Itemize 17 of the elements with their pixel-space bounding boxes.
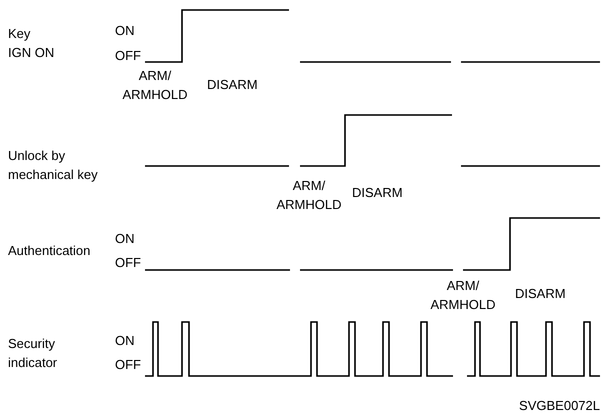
signal-name: Security indicator (8, 335, 58, 372)
state-label: OFF (115, 356, 141, 374)
figure-code: SVGBE0072L (519, 397, 600, 415)
state-label: ON (115, 332, 134, 350)
mode-label: ARM/ ARMHOLD (275, 177, 342, 214)
signal-name: Authentication (8, 242, 90, 260)
state-label: OFF (115, 254, 141, 272)
mode-label: ARM/ ARMHOLD (429, 277, 496, 314)
state-label: ON (115, 22, 134, 40)
mode-label: ARM/ ARMHOLD (121, 67, 188, 104)
state-label: ON (115, 230, 134, 248)
mode-label: DISARM (207, 76, 258, 94)
mode-label: DISARM (352, 184, 403, 202)
signal-name: Unlock by mechanical key (8, 147, 99, 184)
state-label: OFF (115, 47, 141, 65)
mode-label: DISARM (515, 285, 566, 303)
signal-name: Key IGN ON (8, 25, 56, 62)
